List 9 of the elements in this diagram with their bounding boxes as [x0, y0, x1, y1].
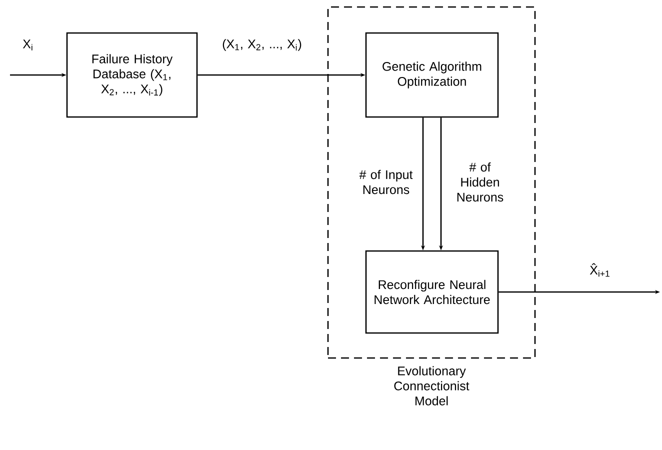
edge-label: # of Hidden Neurons: [457, 162, 504, 202]
process-box: Failure History Database (X$_{1}$, X$_{2}$, ..., X$_{i-1}$): [66, 32, 198, 118]
edge-label: X$_{i}$: [22, 40, 32, 50]
process-box: Reconfigure Neural Network Architecture: [365, 250, 499, 334]
edge-label: # of Input Neurons: [359, 170, 413, 194]
edge-label: X̂$_{i+1}$: [590, 263, 610, 277]
process-box: Genetic Algorithm Optimization: [365, 32, 499, 118]
edge-label: (X$_{1}$, X$_{2}$, ..., X$_{i}$): [222, 39, 302, 51]
node-label: Evolutionary Connectionist Model: [394, 366, 470, 406]
